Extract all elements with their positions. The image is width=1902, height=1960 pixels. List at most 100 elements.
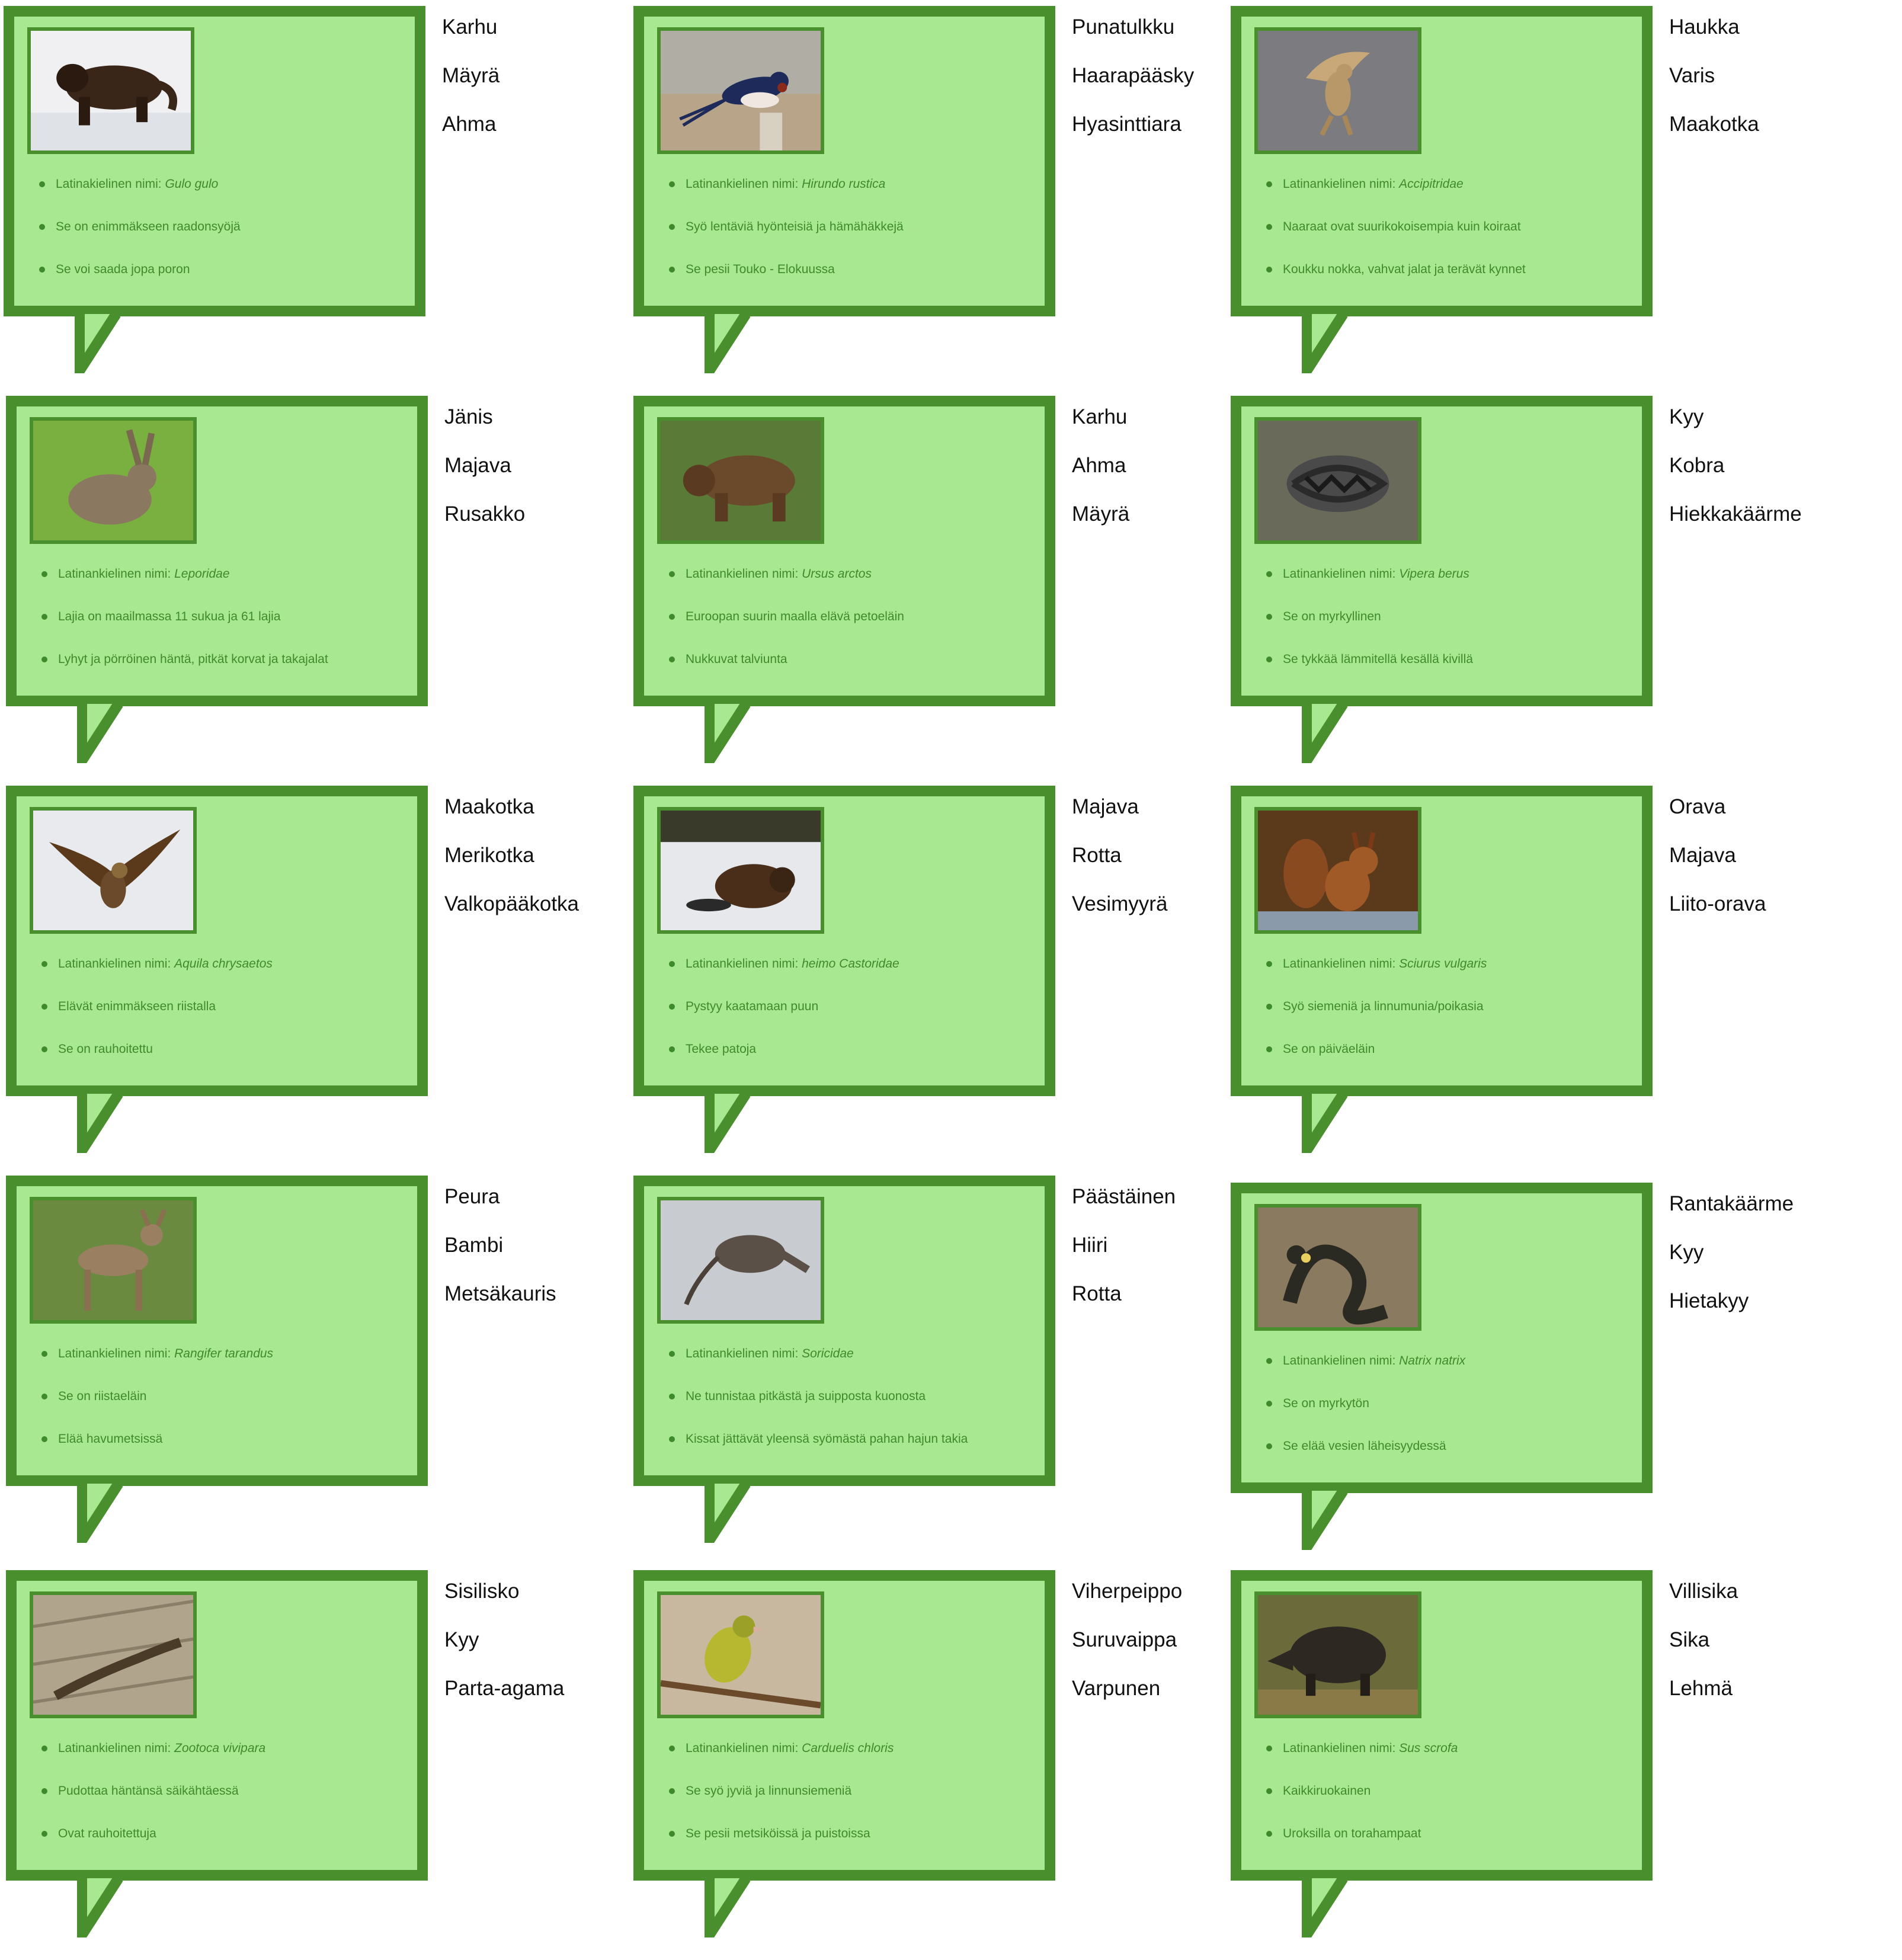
beaver-photo <box>657 807 824 934</box>
fact-item: Latinankielinen nimi: Zootoca vivipara <box>41 1740 265 1782</box>
answer-option[interactable]: Metsäkauris <box>444 1282 556 1305</box>
animal-card: Latinankielinen nimi: Accipitridae Naara… <box>1231 6 1866 390</box>
fact-list: Latinankielinen nimi: Soricidae Ne tunni… <box>669 1345 968 1473</box>
wolverine-photo <box>27 27 194 154</box>
answer-option[interactable]: Orava <box>1669 795 1726 818</box>
answer-option[interactable]: Sisilisko <box>444 1580 520 1603</box>
answer-option[interactable]: Rotta <box>1072 844 1122 867</box>
answer-option[interactable]: Haarapääsky <box>1072 64 1195 87</box>
answer-option[interactable]: Sika <box>1669 1628 1710 1651</box>
speech-bubble: Latinankielinen nimi: Leporidae Lajia on… <box>6 396 428 706</box>
answer-options: Villisika Sika Lehmä <box>1669 1580 1738 1725</box>
fact-item: Se voi saada jopa poron <box>39 261 241 303</box>
answer-options: Viherpeippo Suruvaippa Varpunen <box>1072 1580 1182 1725</box>
answer-option[interactable]: Majava <box>1072 795 1139 818</box>
answer-option[interactable]: Rantakäärme <box>1669 1192 1794 1215</box>
bubble-tail <box>705 1484 751 1543</box>
bubble-tail <box>1302 1491 1348 1550</box>
fact-item: Latinankielinen nimi: Sus scrofa <box>1266 1740 1458 1782</box>
answer-option[interactable]: Mäyrä <box>1072 502 1130 526</box>
answer-options: Orava Majava Liito-orava <box>1669 795 1766 941</box>
answer-option[interactable]: Mäyrä <box>442 64 500 87</box>
speech-bubble: Latinankielinen nimi: Sciurus vulgaris S… <box>1231 786 1653 1096</box>
answer-option[interactable]: Ahma <box>442 113 497 136</box>
answer-option[interactable]: Peura <box>444 1185 500 1208</box>
animal-card: Latinankielinen nimi: Sus scrofa Kaikkir… <box>1231 1570 1866 1954</box>
answer-option[interactable]: Rusakko <box>444 502 526 526</box>
fact-list: Latinankielinen nimi: Sciurus vulgaris S… <box>1266 955 1487 1083</box>
answer-option[interactable]: Varis <box>1669 64 1715 87</box>
answer-option[interactable]: Karhu <box>442 15 498 39</box>
answer-option[interactable]: Päästäinen <box>1072 1185 1176 1208</box>
answer-option[interactable]: Maakotka <box>1669 113 1759 136</box>
fact-item: Se elää vesien läheisyydessä <box>1266 1437 1465 1480</box>
answer-option[interactable]: Kobra <box>1669 454 1725 477</box>
hare-photo <box>30 417 197 544</box>
answer-option[interactable]: Majava <box>1669 844 1736 867</box>
fact-list: Latinankielinen nimi: Rangifer tarandus … <box>41 1345 273 1473</box>
animal-card: Latinankielinen nimi: Zootoca vivipara P… <box>6 1570 642 1954</box>
fact-list: Latinankielinen nimi: Leporidae Lajia on… <box>41 565 328 693</box>
squirrel-photo <box>1254 807 1421 934</box>
answer-option[interactable]: Parta-agama <box>444 1677 565 1700</box>
answer-option[interactable]: Varpunen <box>1072 1677 1161 1700</box>
bubble-tail <box>1302 704 1348 763</box>
grass-snake-photo <box>1254 1204 1421 1331</box>
animal-card: Latinankielinen nimi: Hirundo rustica Sy… <box>633 6 1269 390</box>
speech-bubble: Latinankielinen nimi: Zootoca vivipara P… <box>6 1570 428 1881</box>
bubble-tail <box>705 1094 751 1153</box>
answer-option[interactable]: Ahma <box>1072 454 1126 477</box>
answer-option[interactable]: Kyy <box>1669 405 1704 428</box>
bubble-tail <box>1302 314 1348 373</box>
bubble-tail <box>75 314 121 373</box>
fact-item: Latinankielinen nimi: Hirundo rustica <box>669 175 904 218</box>
answer-option[interactable]: Bambi <box>444 1234 504 1257</box>
speech-bubble: Latinankielinen nimi: heimo Castoridae P… <box>633 786 1055 1096</box>
swallow-photo <box>657 27 824 154</box>
answer-option[interactable]: Majava <box>444 454 511 477</box>
answer-option[interactable]: Viherpeippo <box>1072 1580 1183 1603</box>
answer-option[interactable]: Punatulkku <box>1072 15 1175 39</box>
answer-option[interactable]: Kyy <box>1669 1241 1704 1264</box>
answer-option[interactable]: Villisika <box>1669 1580 1738 1603</box>
deer-photo <box>30 1197 197 1324</box>
fact-item: Pystyy kaatamaan puun <box>669 998 899 1040</box>
fact-item: Se tykkää lämmitellä kesällä kivillä <box>1266 651 1473 693</box>
fact-item: Ne tunnistaa pitkästä ja suipposta kuono… <box>669 1388 968 1430</box>
answer-option[interactable]: Merikotka <box>444 844 534 867</box>
answer-option[interactable]: Hyasinttiara <box>1072 113 1181 136</box>
answer-option[interactable]: Hiiri <box>1072 1234 1108 1257</box>
fact-item: Elävät enimmäkseen riistalla <box>41 998 273 1040</box>
answer-option[interactable]: Liito-orava <box>1669 892 1766 915</box>
answer-option[interactable]: Jänis <box>444 405 493 428</box>
fact-item: Se pesii Touko - Elokuussa <box>669 261 904 303</box>
answer-option[interactable]: Kyy <box>444 1628 479 1651</box>
answer-option[interactable]: Hiekkakäärme <box>1669 502 1802 526</box>
answer-option[interactable]: Suruvaippa <box>1072 1628 1177 1651</box>
animal-card: Latinankielinen nimi: Vipera berus Se on… <box>1231 396 1866 780</box>
bubble-tail <box>77 704 123 763</box>
answer-option[interactable]: Lehmä <box>1669 1677 1733 1700</box>
speech-bubble: Latinankielinen nimi: Vipera berus Se on… <box>1231 396 1653 706</box>
fact-item: Euroopan suurin maalla elävä petoeläin <box>669 608 904 651</box>
answer-option[interactable]: Vesimyyrä <box>1072 892 1168 915</box>
animal-card: Latinankielinen nimi: Soricidae Ne tunni… <box>633 1176 1269 1559</box>
fact-item: Se on myrkyllinen <box>1266 608 1473 651</box>
speech-bubble: Latinankielinen nimi: Ursus arctos Euroo… <box>633 396 1055 706</box>
answer-options: Punatulkku Haarapääsky Hyasinttiara <box>1072 15 1194 161</box>
shrew-photo <box>657 1197 824 1324</box>
eagle-photo <box>30 807 197 934</box>
fact-item: Latinankielinen nimi: Carduelis chloris <box>669 1740 894 1782</box>
answer-options: Majava Rotta Vesimyyrä <box>1072 795 1167 941</box>
fact-item: Latinankielinen nimi: Sciurus vulgaris <box>1266 955 1487 998</box>
answer-options: Maakotka Merikotka Valkopääkotka <box>444 795 579 941</box>
answer-option[interactable]: Maakotka <box>444 795 534 818</box>
answer-option[interactable]: Rotta <box>1072 1282 1122 1305</box>
fact-list: Latinankielinen nimi: Ursus arctos Euroo… <box>669 565 904 693</box>
answer-options: Karhu Mäyrä Ahma <box>442 15 499 161</box>
answer-option[interactable]: Valkopääkotka <box>444 892 579 915</box>
answer-option[interactable]: Hietakyy <box>1669 1289 1749 1312</box>
answer-option[interactable]: Haukka <box>1669 15 1740 39</box>
answer-options: Jänis Majava Rusakko <box>444 405 525 551</box>
answer-option[interactable]: Karhu <box>1072 405 1128 428</box>
